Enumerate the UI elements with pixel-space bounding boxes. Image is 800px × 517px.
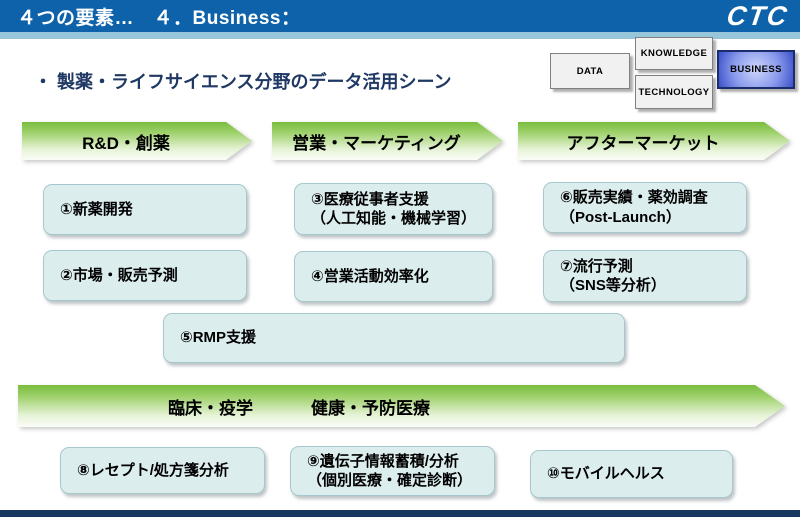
- usecase-box-9-line2: （個別医療・確定診断）: [307, 472, 473, 489]
- usecase-box-6-line1: ⑥販売実績・薬効調査: [560, 189, 708, 207]
- category-arrow-sales-label: 営業・マーケティング: [292, 133, 461, 153]
- usecase-box-8-line1: ⑧レセプト/処方箋分析: [77, 461, 229, 479]
- category-arrow-aftermarket-label: アフターマーケット: [566, 133, 720, 153]
- category-arrow-clinical-health: 臨床・疫学 健康・予防医療: [18, 385, 785, 427]
- subtitle: ・ 製薬・ライフサイエンス分野のデータ活用シーン: [34, 72, 452, 92]
- category-arrow-rd-label: R&D・創薬: [82, 133, 170, 153]
- element-box-data: DATA: [550, 53, 630, 89]
- usecase-box-10-line1: ⑩モバイルヘルス: [547, 465, 665, 483]
- category-arrow-sales: 営業・マーケティング: [272, 122, 503, 160]
- usecase-box-9-line1: ⑨遺伝子情報蓄積/分析: [307, 452, 459, 470]
- element-box-knowledge: KNOWLEDGE: [635, 37, 713, 70]
- usecase-box-5: ⑤RMP支援: [163, 313, 625, 363]
- usecase-box-6: ⑥販売実績・薬効調査 （Post-Launch）: [543, 182, 747, 233]
- category-arrow-health-label: 健康・予防医療: [311, 398, 430, 418]
- usecase-box-7-line1: ⑦流行予測: [560, 257, 633, 275]
- usecase-box-3-line2: （人工知能・機械学習）: [311, 210, 477, 227]
- footer-bar: [0, 510, 800, 517]
- slide-title: ４つの要素… ４．Business：: [17, 7, 301, 29]
- usecase-box-7: ⑦流行予測 （SNS等分析）: [543, 250, 747, 302]
- usecase-box-3-line1: ③医療従事者支援: [311, 190, 429, 208]
- usecase-box-2: ②市場・販売予測: [43, 250, 247, 301]
- usecase-box-4-line1: ④営業活動効率化: [311, 267, 429, 285]
- usecase-box-1-line1: ①新薬開発: [60, 200, 133, 218]
- usecase-box-1: ①新薬開発: [43, 184, 247, 235]
- usecase-box-3: ③医療従事者支援 （人工知能・機械学習）: [294, 183, 493, 235]
- header-strip: [0, 32, 800, 39]
- element-box-business: BUSINESS: [717, 50, 795, 89]
- category-arrow-rd: R&D・創薬: [22, 122, 252, 160]
- header-bar: ４つの要素… ４．Business：: [0, 0, 800, 32]
- element-box-technology: TECHNOLOGY: [635, 75, 713, 109]
- usecase-box-4: ④営業活動効率化: [294, 251, 493, 302]
- usecase-box-7-line2: （SNS等分析）: [560, 277, 666, 294]
- category-arrow-clinical-label: 臨床・疫学: [168, 398, 253, 418]
- usecase-box-2-line1: ②市場・販売予測: [60, 266, 178, 284]
- usecase-box-8: ⑧レセプト/処方箋分析: [60, 447, 265, 494]
- usecase-box-9: ⑨遺伝子情報蓄積/分析 （個別医療・確定診断）: [290, 446, 495, 496]
- usecase-box-5-line1: ⑤RMP支援: [180, 329, 257, 347]
- ctc-logo: CTC: [724, 1, 791, 31]
- usecase-box-6-line2: （Post-Launch）: [560, 208, 681, 226]
- usecase-box-10: ⑩モバイルヘルス: [530, 450, 733, 498]
- category-arrow-aftermarket: アフターマーケット: [518, 122, 790, 160]
